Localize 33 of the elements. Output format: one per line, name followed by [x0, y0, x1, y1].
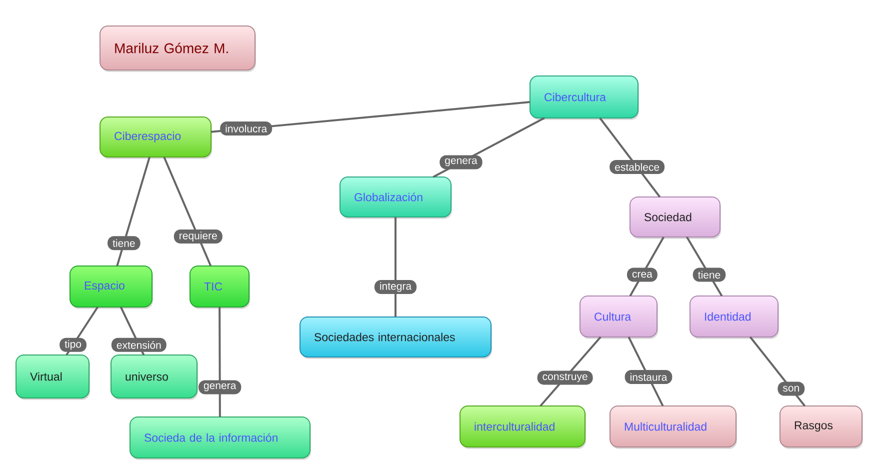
edge-label: son: [778, 382, 805, 396]
concept-box: Cultura: [580, 296, 658, 339]
connector-line: [163, 156, 212, 266]
concept-box: Virtual: [16, 354, 90, 400]
edge-label: involucra: [220, 122, 272, 136]
edge-label: integra: [374, 280, 417, 294]
connector-line: [218, 306, 221, 417]
edge-label: genera: [440, 155, 482, 170]
concept-box: Identidad: [690, 296, 779, 339]
concept-box: interculturalidad: [460, 405, 586, 449]
name-box: Mariluz Gómez M.: [100, 26, 256, 72]
edge-label: genera: [198, 380, 242, 394]
edge-label: crea: [626, 268, 658, 282]
edge-label: tiene: [692, 268, 726, 282]
concept-box: Globalización: [340, 176, 452, 219]
edge-label: extensión: [111, 338, 166, 352]
concept-box: Socieda de la información: [130, 416, 311, 460]
concept-box: Sociedades internacionales: [300, 316, 492, 359]
edge-label: requiere: [174, 230, 222, 244]
edge-label: construye: [537, 370, 593, 385]
edge-label: establece: [610, 160, 665, 174]
concept-box: Multiculturalidad: [610, 405, 737, 449]
concept-box: Sociedad: [630, 196, 721, 239]
edge-label: tipo: [60, 338, 86, 352]
concept-box: TIC: [190, 266, 250, 309]
concept-box: Rasgos: [780, 405, 863, 449]
concept-box: universo: [110, 354, 198, 400]
edge-label: instaura: [624, 370, 672, 384]
concept-box: Espacio: [70, 266, 153, 309]
concept-box: Cibercultura: [530, 76, 639, 120]
concept-box: Ciberespacio: [100, 116, 212, 159]
edge-label: tiene: [108, 236, 140, 250]
connector-line: [394, 217, 396, 317]
